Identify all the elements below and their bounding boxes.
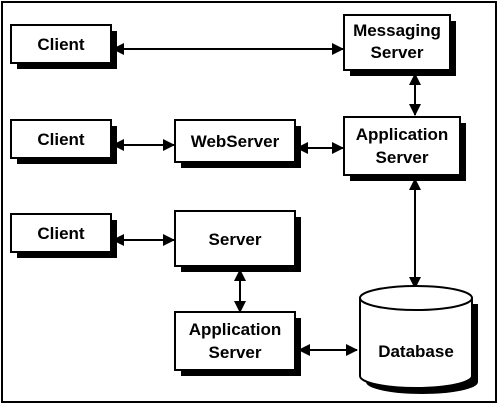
client-2-label: Client xyxy=(37,130,85,149)
node-server xyxy=(174,210,296,267)
node-application-server-2 xyxy=(174,311,296,371)
application-server-1-label-line2: Server xyxy=(376,148,429,167)
database-label: Database xyxy=(378,342,454,361)
server-label: Server xyxy=(209,230,262,249)
messaging-server-label-line2: Server xyxy=(371,43,424,62)
node-client-1 xyxy=(10,24,112,64)
application-server-2-label-line1: Application xyxy=(189,320,282,339)
node-application-server-1 xyxy=(343,116,461,176)
application-server-1-label-line1: Application xyxy=(356,125,449,144)
node-messaging-server xyxy=(343,14,451,71)
client-3-label: Client xyxy=(37,224,85,243)
node-client-3 xyxy=(10,213,112,253)
node-client-2 xyxy=(10,119,112,159)
application-server-2-label-line2: Server xyxy=(209,343,262,362)
node-database xyxy=(359,285,478,394)
client-1-label: Client xyxy=(37,35,85,54)
node-web-server xyxy=(174,119,296,163)
messaging-server-label-line1: Messaging xyxy=(353,21,441,40)
web-server-label: WebServer xyxy=(191,132,280,151)
